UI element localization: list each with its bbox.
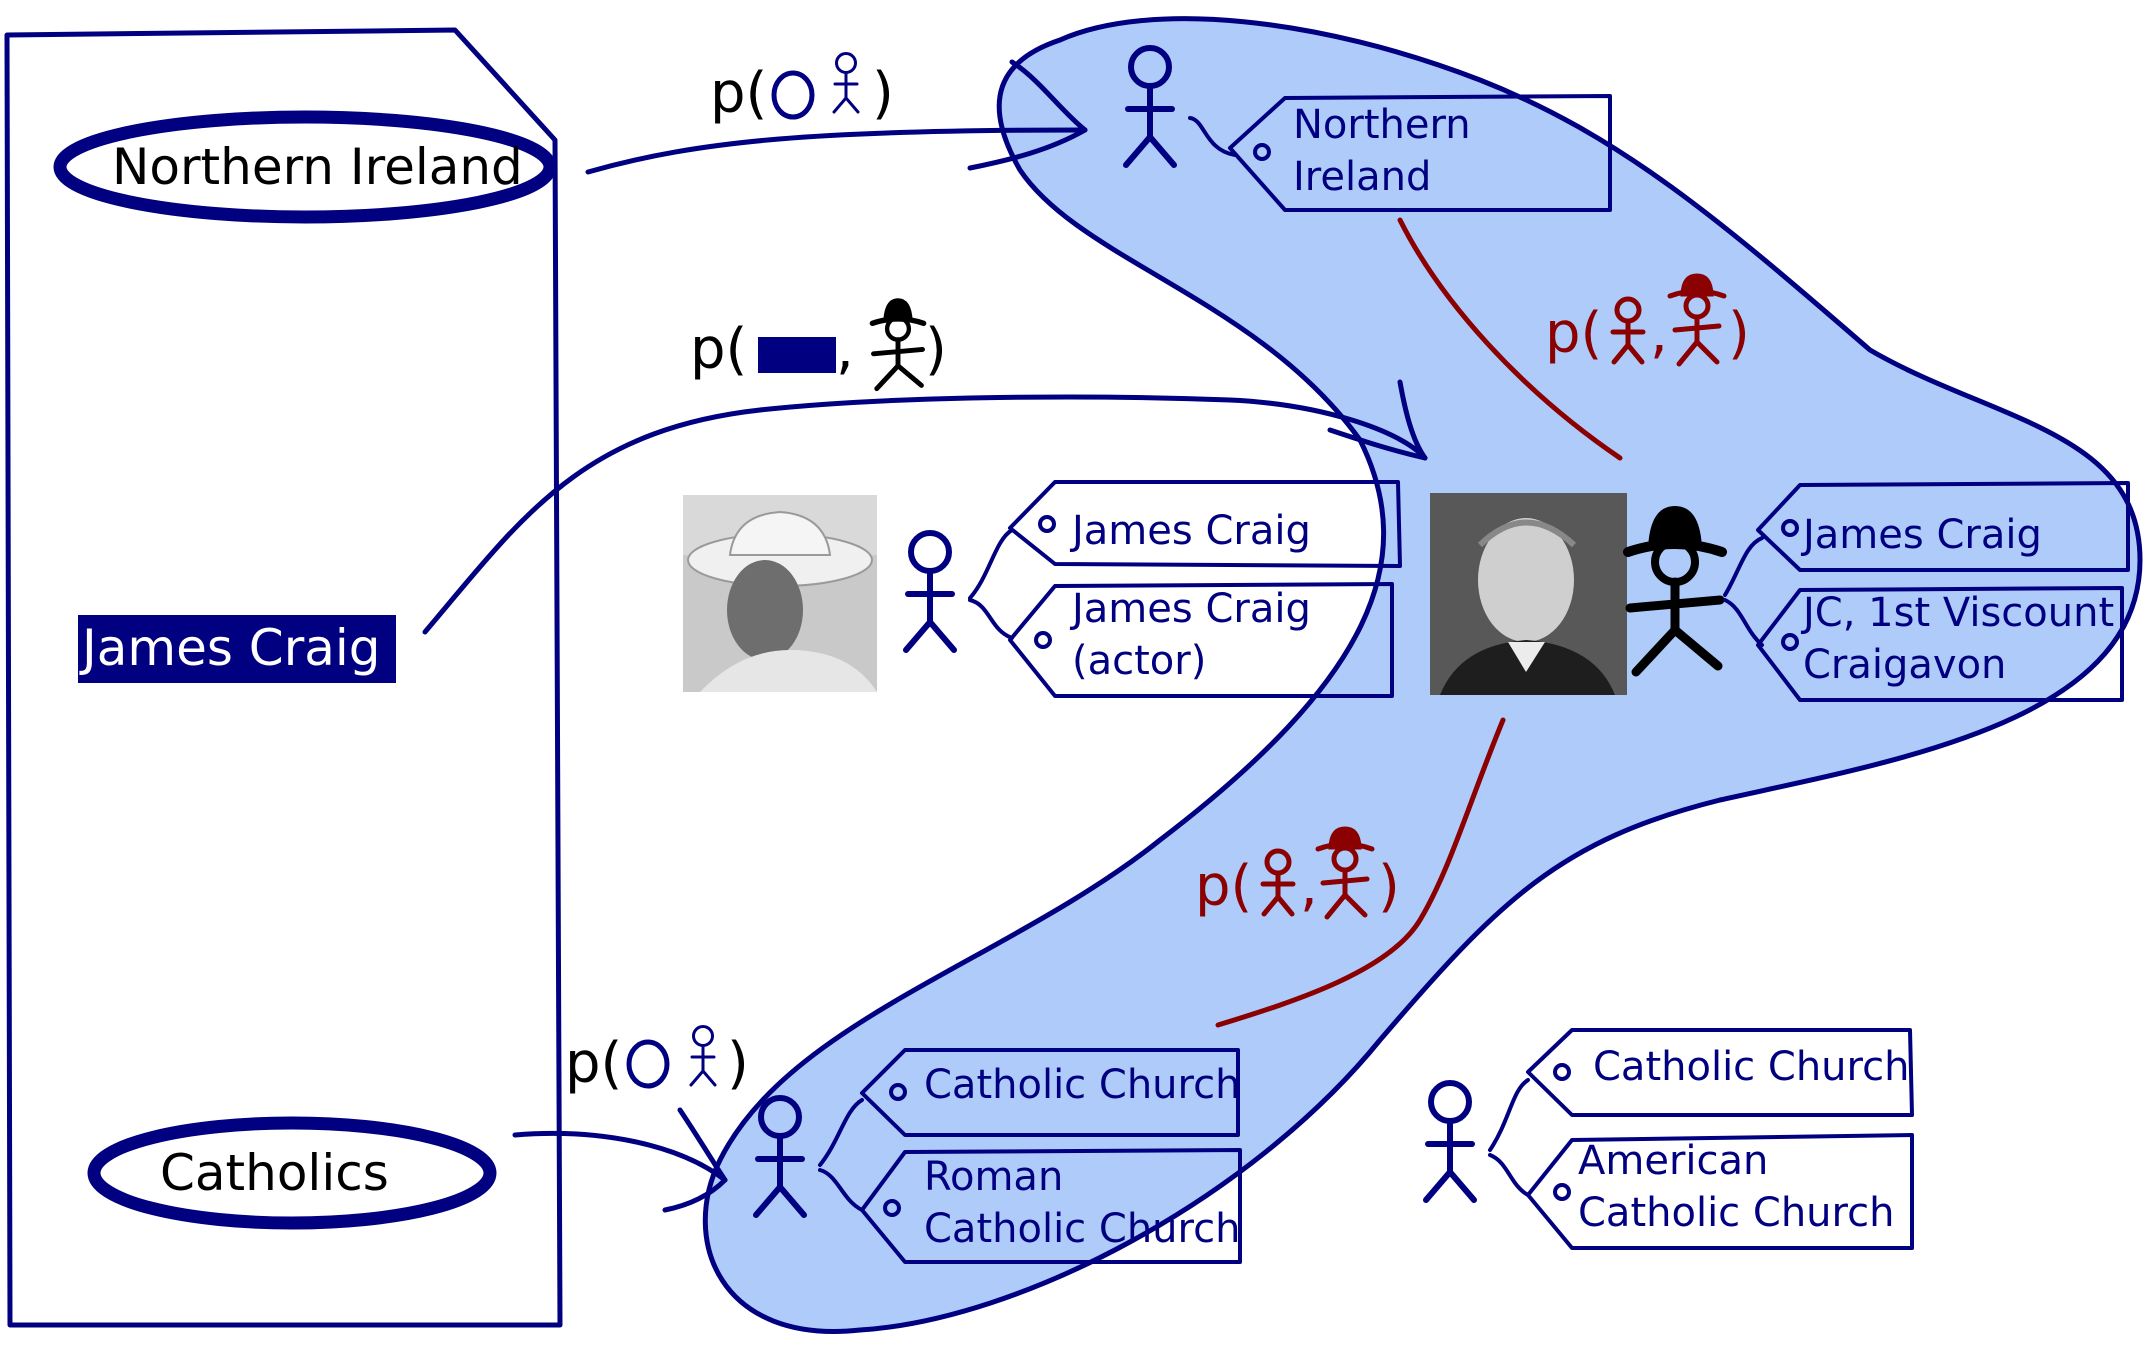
entity-american-catholic-church[interactable]: Catholic Church American Catholic Church xyxy=(1426,1028,1914,1250)
link-arrow-james-craig xyxy=(422,379,1428,635)
mention-james-craig[interactable]: James Craig xyxy=(78,615,396,683)
oval-icon xyxy=(771,70,815,120)
svg-text:James Craig: James Craig xyxy=(1069,508,1311,554)
svg-text:James Craig: James Craig xyxy=(79,619,381,677)
coherence-edge-jc-catholic xyxy=(1215,717,1506,1028)
hat-figure-icon xyxy=(1315,826,1375,920)
oval-icon xyxy=(626,1039,670,1089)
formula-pair-ni-jc: p( , ) xyxy=(1545,273,1750,367)
formula-mention-james-craig: p( , ) xyxy=(690,298,947,388)
entity-tag: Roman Catholic Church xyxy=(860,1148,1242,1264)
entity-tag: Northern Ireland xyxy=(1228,94,1612,212)
entity-tag: James Craig xyxy=(1008,480,1402,568)
svg-text:Ireland: Ireland xyxy=(1293,154,1431,200)
svg-text:Catholic Church: Catholic Church xyxy=(924,1206,1240,1252)
svg-text:Catholic Church: Catholic Church xyxy=(924,1062,1240,1108)
svg-text:American: American xyxy=(1578,1138,1768,1184)
hat-figure-icon xyxy=(872,298,923,388)
svg-text:Catholics: Catholics xyxy=(160,1144,389,1202)
svg-text:,: , xyxy=(1300,854,1318,919)
hat-figure-icon xyxy=(1667,273,1727,367)
svg-text:Craigavon: Craigavon xyxy=(1803,642,2006,688)
document-page xyxy=(4,27,563,1328)
svg-text:): ) xyxy=(925,317,947,382)
link-arrow-catholics xyxy=(512,1107,728,1213)
entity-tag: James Craig xyxy=(1756,481,2130,572)
coherence-edge-ni-jc xyxy=(1397,217,1623,461)
suited-man-portrait-photo xyxy=(1430,493,1627,695)
link-arrow-northern-ireland xyxy=(585,59,1088,175)
svg-text:): ) xyxy=(1728,301,1750,366)
formula-mention-northern-ireland: p( ) xyxy=(710,52,894,126)
svg-text:): ) xyxy=(872,61,894,126)
svg-text:): ) xyxy=(727,1031,749,1096)
stick-figure-icon xyxy=(689,1025,717,1087)
entity-tag: Catholic Church xyxy=(1526,1028,1914,1117)
stick-figure-icon xyxy=(1426,1083,1474,1200)
entity-northern-ireland[interactable]: Northern Ireland xyxy=(1126,48,1612,212)
entity-catholic-church[interactable]: Catholic Church Roman Catholic Church xyxy=(756,1048,1242,1264)
svg-text:,: , xyxy=(836,317,854,382)
entity-tag: Catholic Church xyxy=(860,1048,1240,1137)
svg-text:James Craig: James Craig xyxy=(1800,512,2042,558)
stick-figure-icon xyxy=(832,52,860,114)
svg-text:,: , xyxy=(1650,301,1668,366)
svg-text:): ) xyxy=(1378,854,1400,919)
svg-text:James Craig: James Craig xyxy=(1069,586,1311,632)
entity-james-craig-viscount[interactable]: James Craig JC, 1st Viscount Craigavon xyxy=(1430,481,2130,702)
svg-text:JC, 1st Viscount: JC, 1st Viscount xyxy=(1800,590,2114,636)
stick-figure-icon xyxy=(1260,848,1296,917)
filled-rect-icon xyxy=(758,337,836,373)
entity-tag: James Craig (actor) xyxy=(1008,582,1394,698)
stick-figure-icon xyxy=(906,533,954,650)
svg-text:Catholic Church: Catholic Church xyxy=(1593,1044,1909,1090)
svg-text:p(: p( xyxy=(1545,301,1602,366)
entity-tag: American Catholic Church xyxy=(1526,1133,1914,1250)
entity-tag: JC, 1st Viscount Craigavon xyxy=(1756,586,2124,702)
formula-pair-catholic-jc: p( , ) xyxy=(1195,826,1400,920)
mention-catholics[interactable]: Catholics xyxy=(87,1116,497,1230)
svg-text:p(: p( xyxy=(1195,854,1252,919)
svg-text:Catholic Church: Catholic Church xyxy=(1578,1190,1894,1236)
svg-text:(actor): (actor) xyxy=(1072,638,1206,684)
cowboy-hat-man-photo xyxy=(683,495,877,692)
svg-text:p(: p( xyxy=(690,317,747,382)
stick-figure-icon xyxy=(1610,296,1646,365)
svg-text:Northern: Northern xyxy=(1293,102,1471,148)
entity-james-craig-actor[interactable]: James Craig James Craig (actor) xyxy=(683,480,1402,698)
mention-northern-ireland[interactable]: Northern Ireland xyxy=(53,110,557,224)
formula-mention-catholics: p( ) xyxy=(565,1025,749,1096)
svg-text:p(: p( xyxy=(710,61,767,126)
svg-text:Northern Ireland: Northern Ireland xyxy=(112,138,523,196)
svg-text:Roman: Roman xyxy=(924,1154,1063,1200)
svg-text:p(: p( xyxy=(565,1031,622,1096)
